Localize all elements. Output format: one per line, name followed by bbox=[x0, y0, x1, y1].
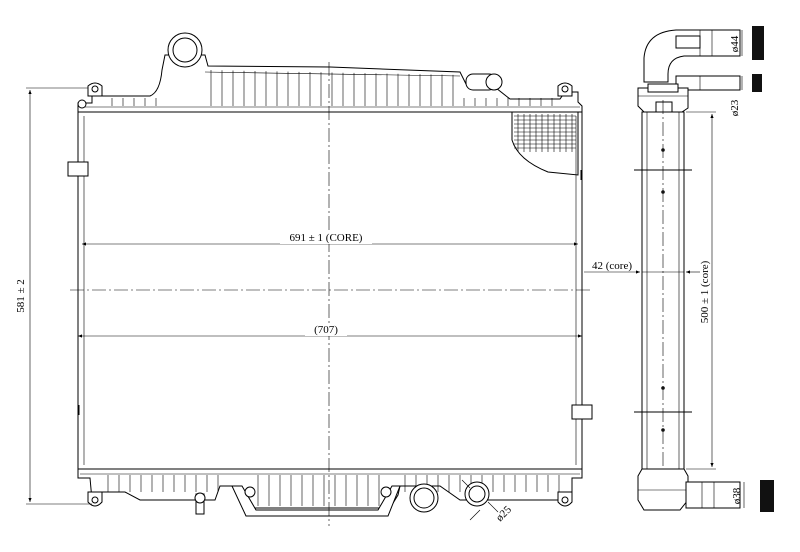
top-tank-ribs bbox=[111, 70, 553, 106]
small-pipe-hose-clamp bbox=[752, 74, 762, 92]
left-side-bracket bbox=[67, 161, 89, 177]
front-view: 691 ± 1 (CORE) (707) 581 ± 2 ø25 bbox=[15, 32, 593, 526]
top-pipe-hose-clamp bbox=[752, 26, 764, 60]
side-bottom-pipe bbox=[685, 480, 774, 512]
core bbox=[77, 111, 583, 470]
right-side-bracket bbox=[571, 404, 593, 420]
top-right-lug bbox=[557, 82, 573, 97]
side-bottom-tank bbox=[637, 468, 689, 511]
drain-fitting bbox=[461, 479, 499, 521]
side-view: 42 (core) 500 ± 1 (core) ø44 ø23 ø38 bbox=[584, 26, 774, 512]
overall-height-label: 581 ± 2 bbox=[15, 279, 27, 313]
bottom-pipe-diameter-label: ø38 bbox=[731, 487, 743, 504]
side-small-pipe bbox=[675, 74, 762, 92]
overall-width-label: (707) bbox=[314, 324, 338, 336]
top-elbow-pipe bbox=[643, 26, 764, 83]
drain-diameter-label: ø25 bbox=[494, 503, 515, 524]
bottom-right-lug bbox=[557, 491, 573, 507]
bottom-tank bbox=[77, 468, 583, 509]
core-height-label: 500 ± 1 (core) bbox=[699, 260, 711, 323]
top-tank bbox=[77, 54, 583, 113]
bottom-left-lug bbox=[87, 491, 103, 507]
core-width-label: 691 ± 1 (CORE) bbox=[290, 232, 363, 244]
top-pipe-diameter-label: ø44 bbox=[729, 35, 741, 52]
top-outlet-pipe bbox=[465, 73, 503, 91]
top-left-lug bbox=[77, 82, 103, 109]
bottom-mounting-bracket bbox=[231, 485, 401, 517]
bottom-outlet bbox=[409, 483, 439, 513]
bottom-tank-ribs bbox=[107, 475, 560, 506]
core-depth-label: 42 (core) bbox=[592, 260, 632, 272]
bottom-pipe-hose-clamp bbox=[760, 480, 774, 512]
fin-detail bbox=[511, 111, 579, 176]
top-filler-neck bbox=[167, 32, 203, 68]
bottom-stud bbox=[194, 492, 206, 515]
small-pipe-diameter-label: ø23 bbox=[729, 99, 741, 116]
